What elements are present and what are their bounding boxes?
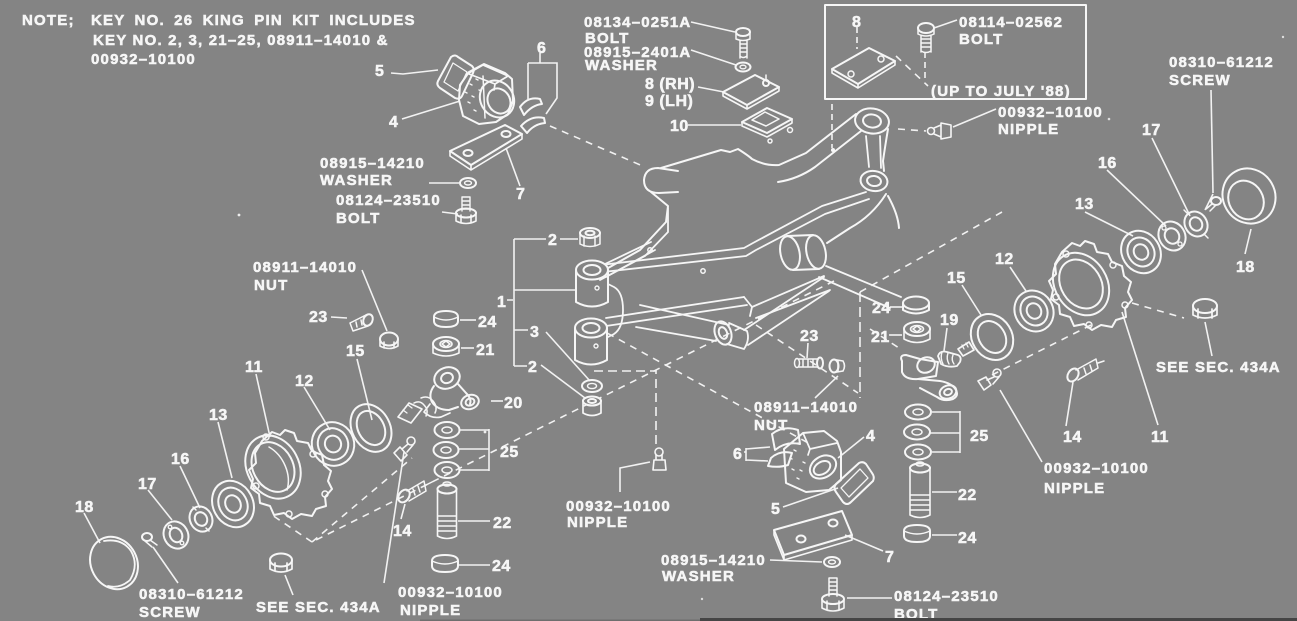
svg-text:22: 22 [958,487,977,504]
svg-text:WASHER: WASHER [585,57,658,74]
svg-text:13: 13 [1075,196,1094,213]
svg-text:24: 24 [492,558,511,575]
svg-text:BOLT: BOLT [959,31,1004,48]
svg-text:08915–2401A: 08915–2401A [584,44,691,61]
svg-text:1: 1 [497,294,506,311]
svg-text:6: 6 [537,40,546,57]
svg-text:2: 2 [528,359,537,376]
svg-text:NIPPLE: NIPPLE [567,514,628,531]
svg-text:24: 24 [478,314,497,331]
svg-text:(UP TO JULY '88): (UP TO JULY '88) [931,83,1071,100]
svg-text:KEY NO. 26 KING PIN KIT INCLUD: KEY NO. 26 KING PIN KIT INCLUDES [91,12,416,29]
svg-text:00932–10100: 00932–10100 [566,498,671,515]
svg-text:SCREW: SCREW [139,604,201,621]
svg-text:21: 21 [476,342,495,359]
svg-text:24: 24 [958,530,977,547]
svg-text:08134–0251A: 08134–0251A [584,14,691,31]
svg-text:13: 13 [209,407,228,424]
svg-text:SCREW: SCREW [1169,72,1231,89]
svg-text:10: 10 [670,118,689,135]
svg-text:4: 4 [389,114,398,131]
svg-text:11: 11 [1151,429,1169,446]
svg-text:NUT: NUT [754,417,788,434]
svg-text:7: 7 [885,549,894,566]
svg-text:6: 6 [733,446,742,463]
svg-text:12: 12 [995,251,1014,268]
svg-text:08911–14010: 08911–14010 [754,399,858,416]
svg-text:17: 17 [138,476,157,493]
svg-text:18: 18 [75,499,94,516]
svg-text:14: 14 [1063,429,1082,446]
svg-text:3: 3 [530,324,539,341]
svg-text:08124–23510: 08124–23510 [894,588,999,605]
svg-text:08124–23510: 08124–23510 [336,192,441,209]
svg-text:NUT: NUT [254,277,288,294]
svg-text:23: 23 [800,328,819,345]
svg-text:00932–10100: 00932–10100 [91,51,196,68]
svg-text:00932–10100: 00932–10100 [398,584,503,601]
svg-text:BOLT: BOLT [894,606,939,621]
svg-text:15: 15 [346,343,365,360]
svg-text:WASHER: WASHER [662,568,735,585]
svg-text:NOTE;: NOTE; [22,12,75,29]
svg-text:5: 5 [771,501,780,518]
svg-text:11: 11 [245,359,263,376]
svg-text:20: 20 [504,395,523,412]
svg-text:NIPPLE: NIPPLE [998,121,1059,138]
svg-text:25: 25 [970,428,989,445]
svg-text:NIPPLE: NIPPLE [1044,480,1105,497]
svg-text:4: 4 [866,428,875,445]
svg-text:08915–14210: 08915–14210 [661,552,766,569]
svg-text:BOLT: BOLT [336,210,381,227]
svg-text:2: 2 [548,232,557,249]
svg-text:NIPPLE: NIPPLE [400,602,461,619]
svg-text:WASHER: WASHER [320,172,393,189]
svg-text:5: 5 [375,63,384,80]
svg-text:SEE SEC. 434A: SEE SEC. 434A [1156,359,1281,376]
svg-text:21: 21 [871,329,890,346]
svg-text:7: 7 [516,186,525,203]
svg-text:8: 8 [852,14,861,31]
svg-text:24: 24 [872,300,891,317]
svg-text:BOLT: BOLT [585,30,630,47]
svg-text:8 (RH): 8 (RH) [645,76,695,93]
svg-text:00932–10100: 00932–10100 [998,104,1103,121]
svg-text:15: 15 [947,270,966,287]
svg-text:08310–61212: 08310–61212 [1169,54,1274,71]
svg-text:16: 16 [171,451,190,468]
svg-text:25: 25 [500,444,519,461]
svg-text:14: 14 [393,523,412,540]
svg-text:19: 19 [940,312,959,329]
svg-text:SEE SEC. 434A: SEE SEC. 434A [256,599,381,616]
svg-text:KEY NO. 2, 3, 21–25, 08911–140: KEY NO. 2, 3, 21–25, 08911–14010 & [93,32,389,49]
svg-text:18: 18 [1236,259,1255,276]
svg-text:17: 17 [1142,122,1161,139]
svg-text:08114–02562: 08114–02562 [959,14,1063,31]
svg-text:08915–14210: 08915–14210 [320,155,425,172]
svg-text:08310–61212: 08310–61212 [139,586,244,603]
svg-text:9 (LH): 9 (LH) [645,93,693,110]
svg-text:16: 16 [1098,155,1117,172]
svg-text:12: 12 [295,373,314,390]
svg-text:00932–10100: 00932–10100 [1044,460,1149,477]
svg-text:23: 23 [309,309,328,326]
svg-text:22: 22 [493,515,512,532]
svg-text:08911–14010: 08911–14010 [253,259,357,276]
